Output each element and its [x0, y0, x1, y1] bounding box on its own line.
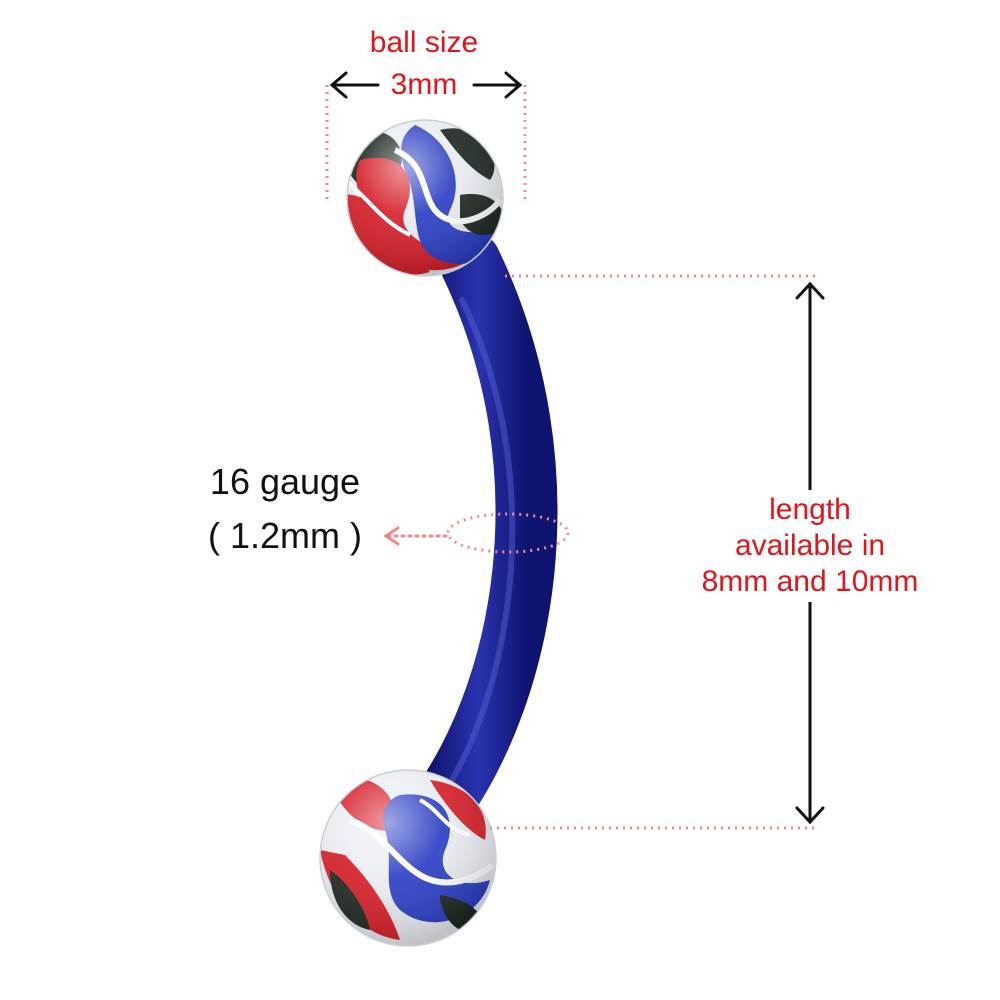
double-arrow-horizontal-icon: [329, 71, 523, 99]
gauge-label: 16 gauge: [209, 461, 361, 502]
gauge-diameter: ( 1.2mm ): [207, 515, 362, 556]
ball-size-value: 3mm: [390, 68, 458, 101]
length-availability: available in: [734, 529, 886, 562]
length-guides: [490, 274, 815, 830]
length-options: 8mm and 10mm: [701, 565, 919, 598]
bottom-ball: [320, 770, 496, 946]
ball-size-guides: [325, 85, 527, 203]
curved-bar: [399, 231, 558, 851]
top-ball: [347, 120, 503, 276]
gauge-cross-section-marker: [446, 512, 570, 554]
length-label: length: [769, 493, 851, 526]
pointer-arrow-left-icon: [383, 526, 448, 546]
length-annotation: length available in 8mm and 10mm: [670, 490, 950, 602]
ball-size-label: ball size: [369, 26, 479, 59]
